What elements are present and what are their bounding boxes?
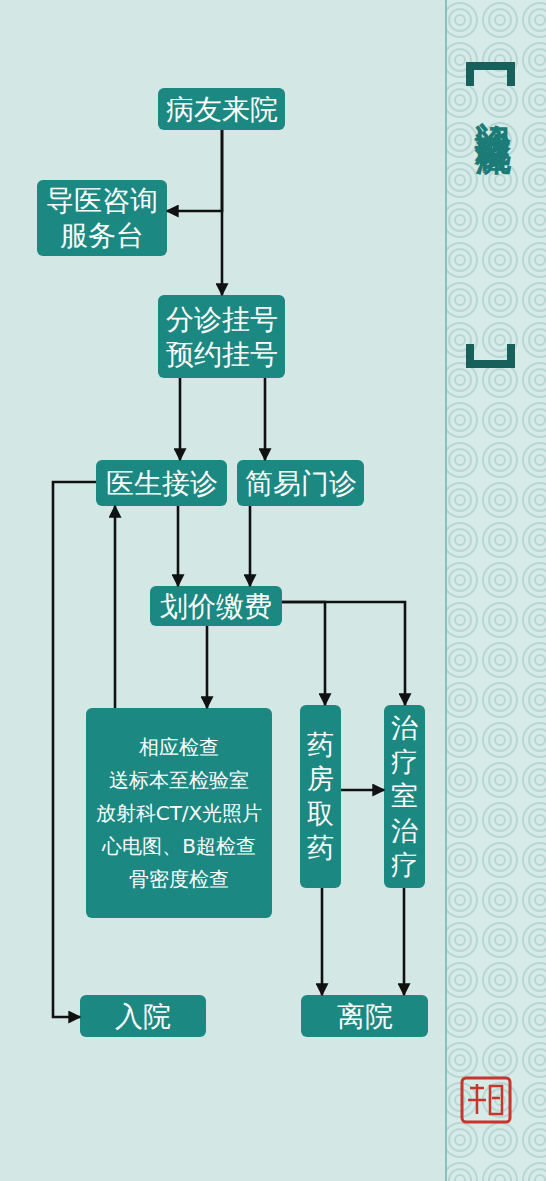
- flow-arrow: [114, 506, 117, 708]
- flow-arrow: [53, 482, 96, 1017]
- registration-box: 分诊挂号 预约挂号: [158, 295, 285, 378]
- node-text: 骨密度检查: [129, 863, 229, 896]
- bracket-bottom: [466, 344, 515, 368]
- node-text: 送标本至检验室: [109, 764, 249, 797]
- flow-arrow: [403, 888, 406, 995]
- start-box: 病友来院: [158, 88, 285, 130]
- doctor-box: 医生接诊: [96, 460, 227, 506]
- node-text: 放射科CT/X光照片: [96, 797, 263, 830]
- flow-arrow: [264, 378, 267, 460]
- flow-arrow: [249, 506, 252, 586]
- node-text: 入院: [115, 999, 171, 1034]
- node-text: 心电图、B超检查: [102, 830, 256, 863]
- side-panel: [447, 0, 546, 1181]
- node-text: 导医咨询 服务台: [41, 183, 163, 253]
- info-desk-box: 导医咨询 服务台: [37, 180, 167, 256]
- flow-arrow: [221, 130, 224, 295]
- admit-box: 入院: [80, 995, 206, 1037]
- pharmacy-box: 药房取药: [300, 705, 341, 888]
- node-text: 治疗室治疗: [390, 711, 418, 881]
- flow-arrow: [167, 130, 222, 211]
- node-text: 简易门诊: [245, 466, 357, 501]
- leave-box: 离院: [301, 995, 428, 1037]
- node-text: 医生接诊: [106, 466, 218, 501]
- flow-arrow: [282, 602, 325, 705]
- flow-arrow: [321, 888, 324, 995]
- seal-stamp: [462, 1078, 510, 1122]
- node-text: 划价缴费: [160, 589, 272, 624]
- exam-box: 相应检查送标本至检验室放射科CT/X光照片心电图、B超检查骨密度检查: [86, 708, 272, 918]
- flow-arrow: [206, 626, 209, 708]
- flow-arrow: [282, 602, 405, 705]
- divider-line: [445, 0, 447, 1181]
- node-text: 相应检查: [139, 731, 219, 764]
- swirl-pattern: [447, 0, 546, 1181]
- flow-arrow: [177, 506, 180, 586]
- main-panel: [0, 0, 446, 1181]
- node-text: 分诊挂号 预约挂号: [162, 302, 281, 372]
- flow-arrow: [341, 789, 384, 792]
- node-text: 离院: [337, 999, 393, 1034]
- diagram-title: 门诊就诊流程: [468, 92, 517, 116]
- flow-arrow: [179, 378, 182, 460]
- node-text: 药房取药: [306, 728, 334, 864]
- node-text: 病友来院: [166, 92, 278, 127]
- clinic-box: 简易门诊: [237, 460, 364, 506]
- payment-box: 划价缴费: [150, 586, 282, 626]
- bracket-top: [466, 62, 515, 86]
- treatment-box: 治疗室治疗: [384, 705, 425, 888]
